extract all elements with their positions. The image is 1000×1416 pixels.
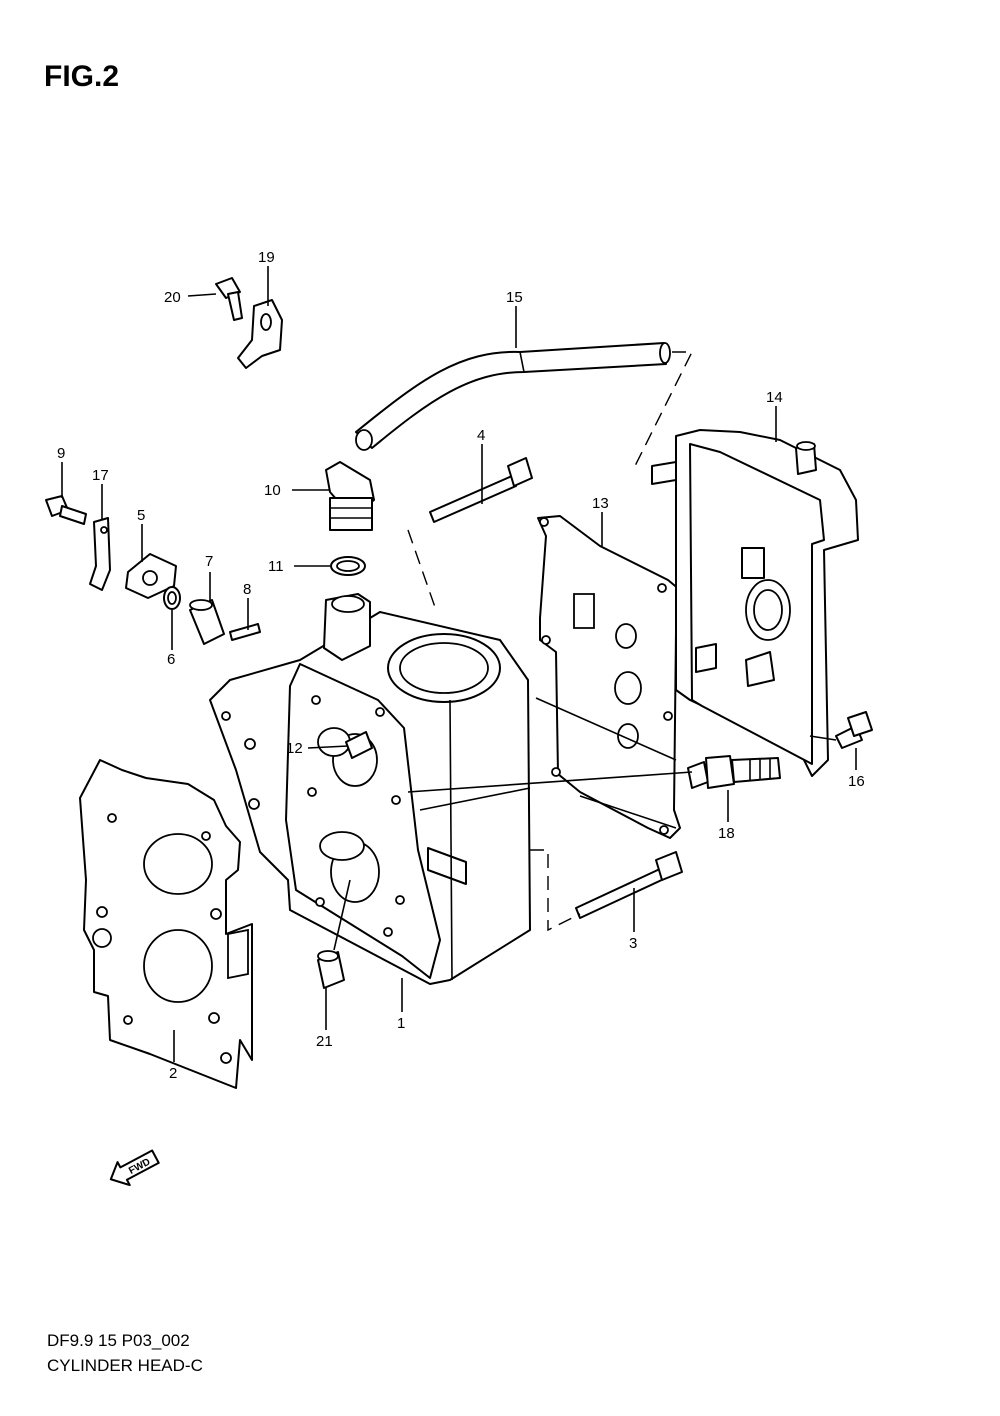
callout-16: 16 bbox=[848, 773, 865, 790]
part-7-sleeve[interactable] bbox=[189, 599, 225, 645]
part-6-oring[interactable] bbox=[163, 586, 181, 610]
callout-5: 5 bbox=[137, 507, 145, 524]
part-11-oring[interactable] bbox=[330, 556, 366, 576]
callout-17: 17 bbox=[92, 467, 109, 484]
callout-6: 6 bbox=[167, 651, 175, 668]
part-19-bracket[interactable] bbox=[237, 299, 283, 369]
callout-19: 19 bbox=[258, 249, 275, 266]
part-3-bolt[interactable] bbox=[575, 851, 683, 919]
part-5-fitting[interactable] bbox=[125, 553, 177, 599]
part-15-hose[interactable] bbox=[355, 342, 671, 451]
part-4-bolt[interactable] bbox=[429, 457, 533, 523]
part-16-bolt[interactable] bbox=[835, 711, 873, 749]
part-17-clamp[interactable] bbox=[89, 517, 111, 591]
part-2-head-gasket[interactable] bbox=[79, 759, 253, 1089]
part-8-screw[interactable] bbox=[229, 623, 261, 641]
figure-code: DF9.9 15 P03_002 bbox=[47, 1331, 190, 1350]
part-13-cover-gasket[interactable] bbox=[537, 515, 681, 839]
part-18-spark-plug[interactable] bbox=[687, 755, 781, 789]
leader-4 bbox=[407, 529, 437, 611]
figure-name: CYLINDER HEAD-C bbox=[47, 1356, 203, 1375]
callout-11: 11 bbox=[268, 558, 284, 575]
part-1-cylinder-head[interactable] bbox=[209, 593, 531, 985]
callout-1: 1 bbox=[397, 1015, 405, 1032]
figure-title: FIG.2 bbox=[44, 60, 120, 93]
callout-numbers: 1 2 3 4 5 6 7 8 9 10 11 12 13 14 15 16 1… bbox=[57, 249, 865, 1082]
callout-12: 12 bbox=[286, 740, 303, 757]
part-14-head-cover[interactable] bbox=[651, 429, 859, 777]
callout-9: 9 bbox=[57, 445, 65, 462]
callout-20: 20 bbox=[164, 289, 181, 306]
callout-10: 10 bbox=[264, 482, 281, 499]
callout-15: 15 bbox=[506, 289, 523, 306]
callout-2: 2 bbox=[169, 1065, 177, 1082]
leader-15-to-14 bbox=[632, 351, 694, 471]
callout-8: 8 bbox=[243, 581, 251, 598]
part-21-pin[interactable] bbox=[317, 950, 345, 989]
leader-3 bbox=[530, 849, 581, 932]
callout-14: 14 bbox=[766, 389, 783, 406]
callout-21: 21 bbox=[316, 1033, 333, 1050]
part-12-pin[interactable] bbox=[345, 731, 373, 759]
callout-13: 13 bbox=[592, 495, 609, 512]
part-20-bolt[interactable] bbox=[215, 277, 243, 321]
callout-18: 18 bbox=[718, 825, 735, 842]
leader-lines bbox=[61, 266, 857, 1062]
part-9-bolt[interactable] bbox=[45, 495, 87, 525]
callout-4: 4 bbox=[477, 427, 485, 444]
callout-3: 3 bbox=[629, 935, 637, 952]
fwd-arrow: FWD bbox=[109, 1149, 160, 1187]
part-10-plug[interactable] bbox=[325, 461, 375, 531]
callout-7: 7 bbox=[205, 553, 213, 570]
